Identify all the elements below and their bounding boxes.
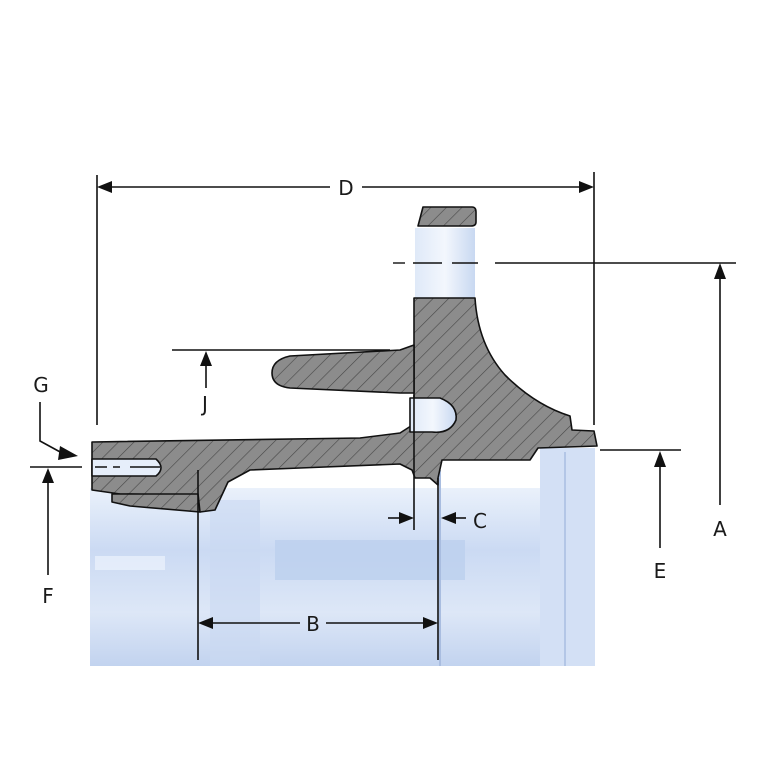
- label-e: E: [654, 559, 667, 583]
- hatched-section: [91, 206, 598, 513]
- label-f: F: [42, 584, 54, 608]
- dimension-labels: D A E J G F B C: [33, 176, 727, 636]
- center-lines: [30, 262, 736, 468]
- dimension-lines: [39, 172, 726, 660]
- label-c: C: [473, 509, 487, 533]
- label-j: J: [200, 392, 208, 416]
- label-a: A: [713, 517, 727, 541]
- label-g: G: [33, 373, 49, 397]
- label-b: B: [306, 612, 320, 636]
- hub-body: [90, 228, 595, 666]
- label-d: D: [338, 176, 353, 200]
